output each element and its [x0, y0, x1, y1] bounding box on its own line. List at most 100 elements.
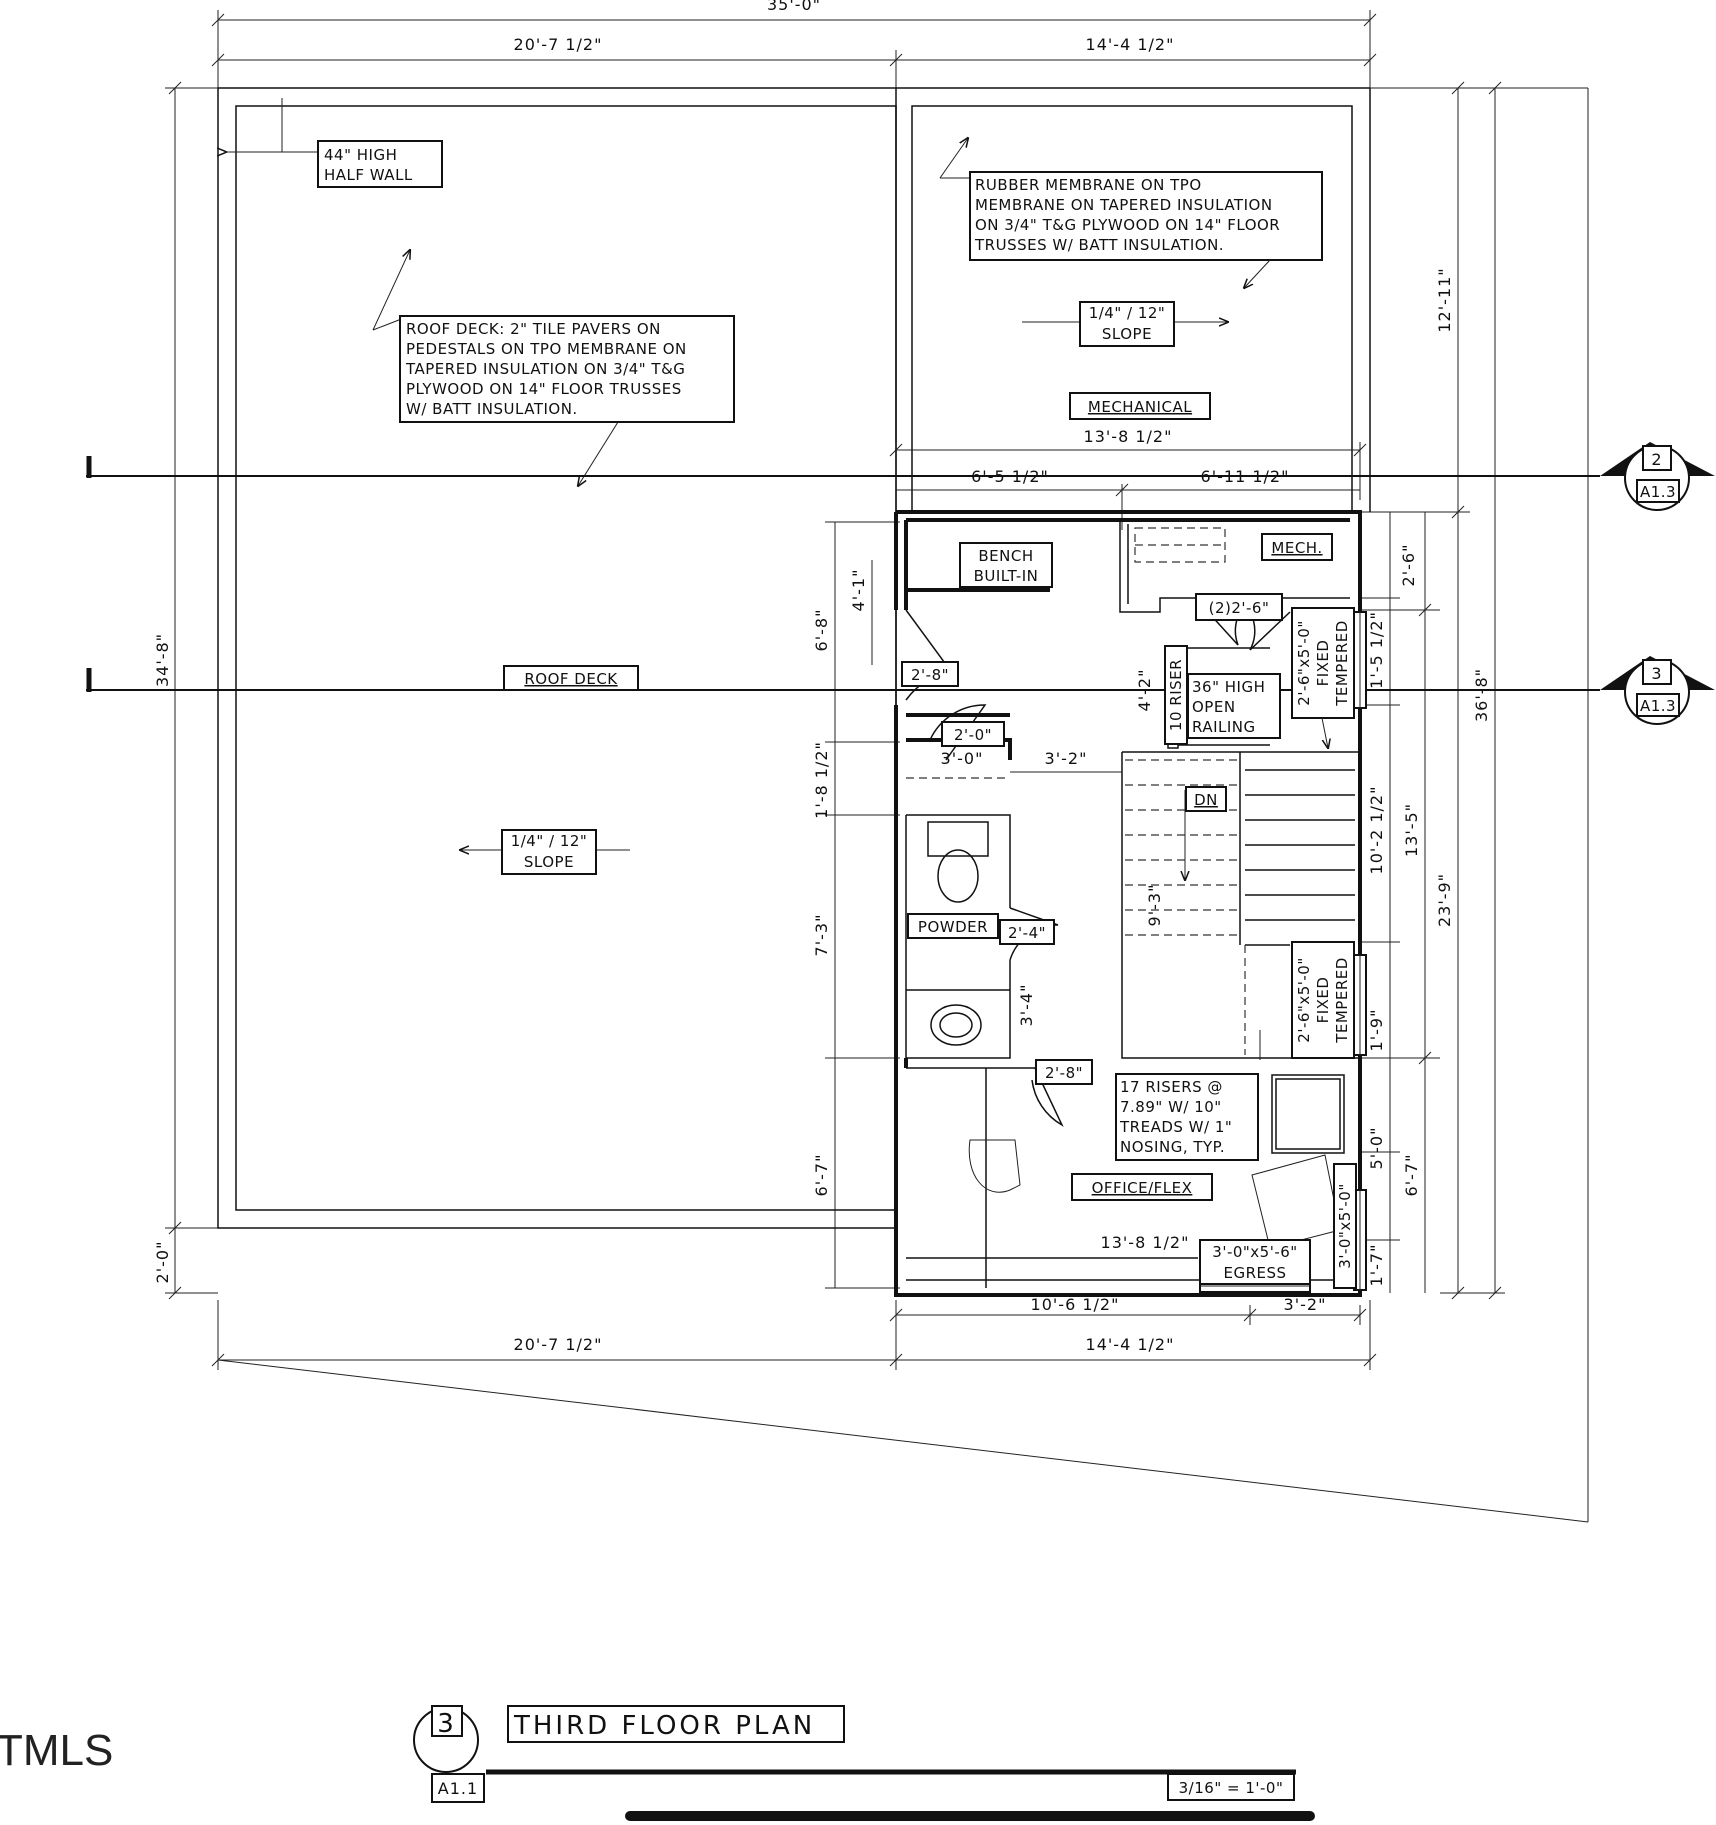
section-3-sheet: A1.3: [1640, 697, 1676, 715]
window-top-line-3: TEMPERED: [1333, 620, 1351, 707]
powder-label: POWDER: [918, 918, 988, 936]
rubber-membrane-note: RUBBER MEMBRANE ON TPO MEMBRANE ON TAPER…: [939, 138, 1323, 288]
dim-left-overall-height: 34'-8": [153, 633, 172, 687]
dim-overall-width: 35'-0": [767, 0, 821, 14]
dim-4-2: 4'-2": [1135, 669, 1154, 712]
dim-2-6: 2'-6": [1399, 544, 1418, 587]
roof-deck-note: ROOF DECK: 2" TILE PAVERS ON PEDESTALS O…: [372, 250, 735, 486]
window-bottom-line-3: TEMPERED: [1333, 957, 1351, 1044]
mechanical-text: MECHANICAL: [1088, 398, 1192, 416]
dim-mech-width: 13'-8 1/2": [1084, 427, 1173, 446]
risers-note-2: 7.89" W/ 10": [1120, 1098, 1222, 1116]
bottom-dimensions: 10'-6 1/2" 3'-2" 20'-7 1/2" 14'-4 1/2": [211, 1295, 1377, 1370]
dim-3-0: 3'-0": [941, 749, 984, 768]
roof-deck-label: ROOF DECK: [503, 665, 639, 691]
door-2-8-top: 2'-8": [911, 666, 949, 684]
membrane-note-2: MEMBRANE ON TAPERED INSULATION: [975, 196, 1273, 214]
interior-labels: BENCH BUILT-IN MECH. (2)2'-6" 2'-8" 2'-0…: [901, 533, 1357, 1289]
dim-1-8-half: 1'-8 1/2": [812, 741, 831, 819]
section-2-sheet: A1.3: [1640, 483, 1676, 501]
slope-right: 1/4" / 12" SLOPE: [1022, 301, 1228, 347]
section-3-number: 3: [1651, 664, 1662, 683]
dim-office-width: 13'-8 1/2": [1101, 1233, 1190, 1252]
dim-7-3: 7'-3": [812, 914, 831, 957]
window-bottom-line-1: 2'-6"x5'-0": [1295, 957, 1313, 1042]
half-wall-note: 44" HIGH HALF WALL: [226, 98, 443, 188]
roof-deck-note-4: PLYWOOD ON 14" FLOOR TRUSSES: [406, 380, 682, 398]
dim-top-left-width: 20'-7 1/2": [514, 35, 603, 54]
title-scale: 3/16" = 1'-0": [1179, 1779, 1284, 1797]
riser-label: 10 RISER: [1167, 659, 1185, 731]
window-3-5-label: 3'-0"x5'-0": [1336, 1183, 1354, 1268]
dn-label: DN: [1194, 791, 1218, 809]
dim-bottom-right-width: 14'-4 1/2": [1086, 1335, 1175, 1354]
dim-1-7: 1'-7": [1367, 1244, 1386, 1287]
top-dimensions: 35'-0" 20'-7 1/2" 14'-4 1/2": [211, 0, 1377, 95]
dim-23-9: 23'-9": [1435, 873, 1454, 927]
dim-4-1: 4'-1": [849, 569, 868, 612]
egress-line-2: EGRESS: [1223, 1264, 1286, 1282]
dim-bottom-sub-right: 3'-2": [1284, 1295, 1327, 1314]
dim-9-3: 9'-3": [1145, 884, 1164, 927]
interior-core: [894, 510, 1367, 1297]
roof-deck-note-2: PEDESTALS ON TPO MEMBRANE ON: [406, 340, 687, 358]
membrane-note-4: TRUSSES W/ BATT INSULATION.: [974, 236, 1224, 254]
doors-2-2-6: (2)2'-6": [1209, 599, 1270, 617]
door-2-0: 2'-0": [954, 726, 992, 744]
title-text: THIRD FLOOR PLAN: [513, 1711, 815, 1741]
railing-line-3: RAILING: [1192, 718, 1256, 736]
mech-text: MECH.: [1271, 539, 1322, 557]
section-2-number: 2: [1651, 450, 1662, 469]
roof-deck-note-5: W/ BATT INSULATION.: [406, 400, 578, 418]
window-top-line-2: FIXED: [1314, 640, 1332, 687]
dim-right-top-height: 12'-11": [1435, 267, 1454, 332]
mechanical-label: MECHANICAL: [1069, 392, 1211, 420]
egress-line-1: 3'-0"x5'-6": [1212, 1243, 1297, 1261]
dim-10-2-half: 10'-2 1/2": [1367, 786, 1386, 875]
roof-deck-note-1: ROOF DECK: 2" TILE PAVERS ON: [406, 320, 661, 338]
window-top-line-1: 2'-6"x5'-0": [1295, 620, 1313, 705]
dim-6-7-left: 6'-7": [812, 1154, 831, 1197]
roof-deck-text: ROOF DECK: [524, 670, 618, 688]
roof-deck-area: [217, 87, 1589, 1523]
dim-bottom-sub-left: 10'-6 1/2": [1031, 1295, 1120, 1314]
slope-right-word: SLOPE: [1102, 325, 1152, 343]
dim-right-overall-height: 36'-8": [1472, 668, 1491, 722]
door-2-8-bottom: 2'-8": [1045, 1064, 1083, 1082]
dim-5-0: 5'-0": [1367, 1127, 1386, 1170]
title-sheet: A1.1: [438, 1779, 478, 1798]
risers-note-4: NOSING, TYP.: [1120, 1138, 1225, 1156]
roof-deck-note-3: TAPERED INSULATION ON 3/4" T&G: [405, 360, 685, 378]
mech-dimension: 13'-8 1/2" 6'-5 1/2" 6'-11 1/2": [889, 427, 1367, 530]
door-2-4: 2'-4": [1008, 924, 1046, 942]
dim-bottom-left-width: 20'-7 1/2": [514, 1335, 603, 1354]
title-number: 3: [437, 1709, 457, 1739]
risers-note-3: TREADS W/ 1": [1119, 1118, 1232, 1136]
dim-top-right-width: 14'-4 1/2": [1086, 35, 1175, 54]
bench-line-1: BENCH: [978, 547, 1033, 565]
bench-line-2: BUILT-IN: [974, 567, 1039, 585]
title-block: 3 A1.1 THIRD FLOOR PLAN 3/16" = 1'-0": [413, 1705, 1315, 1821]
slope-left-value: 1/4" / 12": [511, 832, 588, 850]
dim-6-7-right: 6'-7": [1402, 1154, 1421, 1197]
dim-3-2: 3'-2": [1045, 749, 1088, 768]
core-left-dimensions: 6'-8" 1'-8 1/2" 7'-3" 6'-7" 4'-1": [812, 521, 900, 1289]
membrane-note-1: RUBBER MEMBRANE ON TPO: [975, 176, 1202, 194]
half-wall-line-2: HALF WALL: [324, 166, 413, 184]
dim-3-4: 3'-4": [1017, 984, 1036, 1027]
watermark-text: TMLS: [0, 1726, 113, 1775]
dim-13-5: 13'-5": [1402, 803, 1421, 857]
office-label: OFFICE/FLEX: [1092, 1179, 1193, 1197]
half-wall-line-1: 44" HIGH: [324, 146, 397, 164]
section-marker-2: 2 A1.3: [1600, 442, 1715, 511]
dim-1-9: 1'-9": [1367, 1009, 1386, 1052]
slope-right-value: 1/4" / 12": [1089, 304, 1166, 322]
dim-1-5-half: 1'-5 1/2": [1367, 611, 1386, 689]
membrane-note-3: ON 3/4" T&G PLYWOOD ON 14" FLOOR: [975, 216, 1280, 234]
risers-note-1: 17 RISERS @: [1120, 1078, 1223, 1096]
railing-line-2: OPEN: [1192, 698, 1236, 716]
slope-left-word: SLOPE: [524, 853, 574, 871]
left-dimensions: 34'-8" 2'-0": [153, 81, 218, 1300]
window-bottom-line-2: FIXED: [1314, 977, 1332, 1024]
